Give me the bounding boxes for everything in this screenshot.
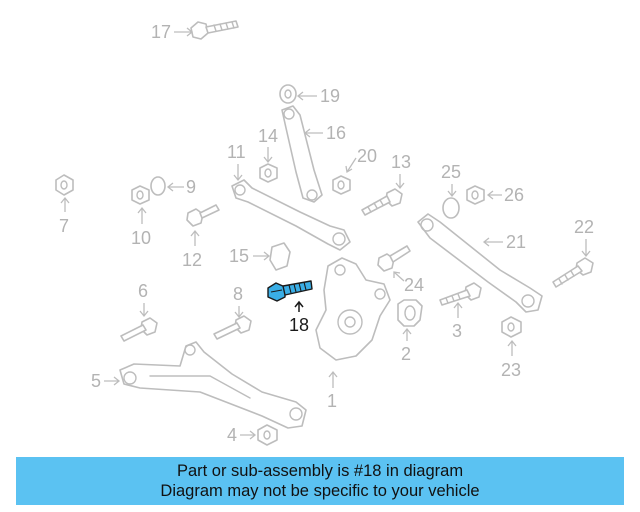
part-20-nut[interactable]: [332, 175, 351, 195]
leader-9: [166, 182, 184, 192]
banner-part-text: Part or sub-assembly is #18 in diagram: [176, 462, 464, 480]
callout-22: 22: [574, 217, 594, 237]
part-17-bolt[interactable]: [190, 20, 239, 40]
callout-2: 2: [401, 344, 411, 364]
parts-diagram: 17 19 16 14 11 20 13: [55, 20, 594, 446]
part-9-ring[interactable]: [150, 176, 166, 196]
part-16-link[interactable]: [281, 105, 323, 203]
part-7-nut[interactable]: [55, 174, 74, 196]
callout-10: 10: [131, 228, 151, 248]
leader-10: [137, 206, 147, 224]
callout-7: 7: [59, 216, 69, 236]
info-banner: Part or sub-assembly is #18 in diagram D…: [16, 457, 624, 505]
callout-4: 4: [227, 425, 237, 445]
callout-21: 21: [506, 232, 526, 252]
callout-6: 6: [138, 281, 148, 301]
callout-14: 14: [258, 126, 278, 146]
callout-5: 5: [91, 371, 101, 391]
callout-13: 13: [391, 152, 411, 172]
leader-17: [174, 27, 194, 37]
part-4-nut[interactable]: [257, 424, 278, 446]
leader-25: [447, 184, 457, 198]
callout-25: 25: [441, 162, 461, 182]
leader-13: [395, 174, 405, 190]
banner-disclaimer-text: Diagram may not be specific to your vehi…: [160, 482, 480, 500]
callout-16: 16: [326, 123, 346, 143]
leader-3: [453, 301, 463, 318]
part-8-bolt[interactable]: [213, 315, 252, 340]
leader-4: [240, 430, 257, 440]
callout-15: 15: [229, 246, 249, 266]
callout-9: 9: [186, 177, 196, 197]
leader-8: [234, 306, 244, 319]
leader-21: [482, 237, 503, 247]
part-19-nut[interactable]: [279, 84, 297, 104]
part-15-bracket[interactable]: [269, 242, 291, 271]
part-11-control-arm[interactable]: [231, 179, 351, 251]
callout-3: 3: [452, 321, 462, 341]
part-13-bolt[interactable]: [361, 188, 403, 216]
leader-14: [263, 147, 273, 164]
part-18-bolt-highlighted[interactable]: [267, 280, 313, 302]
part-3-bolt[interactable]: [439, 282, 482, 306]
part-2-bushing[interactable]: [397, 299, 423, 327]
leader-23: [507, 339, 517, 356]
leader-16: [303, 128, 323, 138]
part-12-bolt[interactable]: [186, 204, 220, 227]
callout-20: 20: [357, 146, 377, 166]
callout-8: 8: [233, 284, 243, 304]
part-25-washer[interactable]: [442, 197, 460, 219]
callout-17: 17: [151, 22, 171, 42]
part-5-lower-arm[interactable]: [119, 341, 307, 429]
callout-23: 23: [501, 360, 521, 380]
part-1-knuckle[interactable]: [315, 257, 391, 361]
callout-26: 26: [504, 185, 524, 205]
callout-24: 24: [404, 275, 424, 295]
callout-19: 19: [320, 86, 340, 106]
part-10-nut[interactable]: [131, 185, 150, 205]
part-21-link[interactable]: [417, 213, 543, 313]
leader-20: [345, 157, 357, 174]
part-22-bolt[interactable]: [552, 257, 594, 288]
leader-24: [393, 271, 405, 282]
callout-1: 1: [327, 391, 337, 411]
leader-6: [139, 303, 149, 318]
leader-26: [486, 190, 502, 200]
part-24-bolt[interactable]: [377, 245, 411, 272]
part-26-nut[interactable]: [466, 185, 485, 205]
leader-19: [296, 91, 317, 101]
callout-11: 11: [227, 142, 246, 162]
part-23-nut[interactable]: [501, 316, 522, 338]
part-6-bolt[interactable]: [120, 317, 158, 342]
leader-1: [328, 370, 338, 388]
leader-11: [233, 164, 243, 182]
leader-18: [294, 300, 304, 312]
leader-15: [253, 251, 271, 261]
leader-2: [402, 327, 412, 341]
leader-12: [190, 229, 200, 246]
callout-18: 18: [289, 315, 309, 335]
leader-7: [60, 196, 70, 212]
leader-5: [104, 376, 121, 386]
callout-12: 12: [182, 250, 202, 270]
part-14-nut[interactable]: [259, 163, 278, 183]
leader-22: [581, 239, 591, 258]
